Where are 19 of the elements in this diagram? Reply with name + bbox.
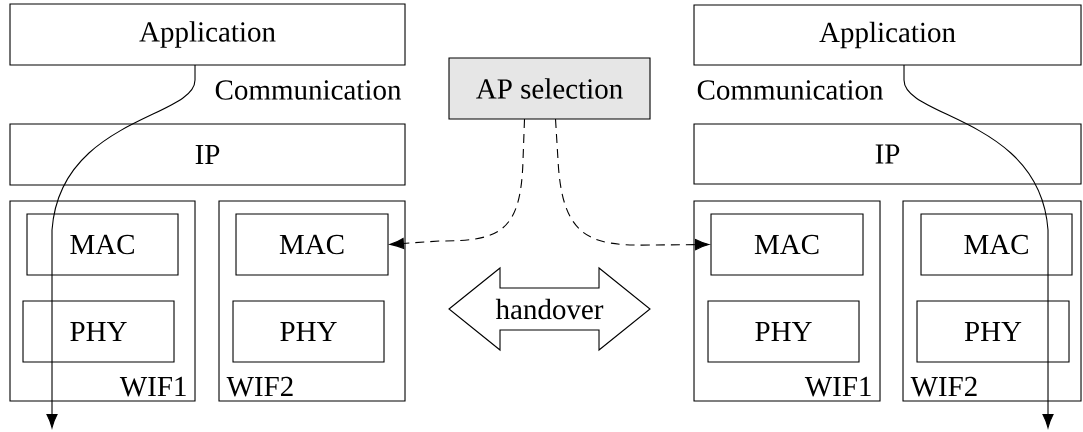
arrow (903, 64, 1054, 429)
edge-label: Communication (215, 80, 402, 100)
layer-box: Application (693, 4, 1082, 66)
layer-box: IP (693, 123, 1082, 185)
module-box: MAC (26, 213, 179, 276)
edge-label: Communication (697, 80, 884, 100)
module-box: PHY (916, 300, 1070, 363)
layer-box: Application (9, 3, 406, 66)
module-box: PHY (232, 300, 385, 363)
arrow (554, 118, 710, 251)
module-box: MAC (235, 213, 389, 276)
selection-box: AP selection (448, 57, 651, 120)
arrow (46, 64, 196, 429)
arrow (389, 118, 526, 250)
layer-box: IP (9, 123, 406, 186)
module-box: PHY (707, 300, 860, 363)
module-box: PHY (22, 300, 175, 363)
module-box: MAC (920, 213, 1073, 276)
module-box: MAC (710, 213, 864, 276)
